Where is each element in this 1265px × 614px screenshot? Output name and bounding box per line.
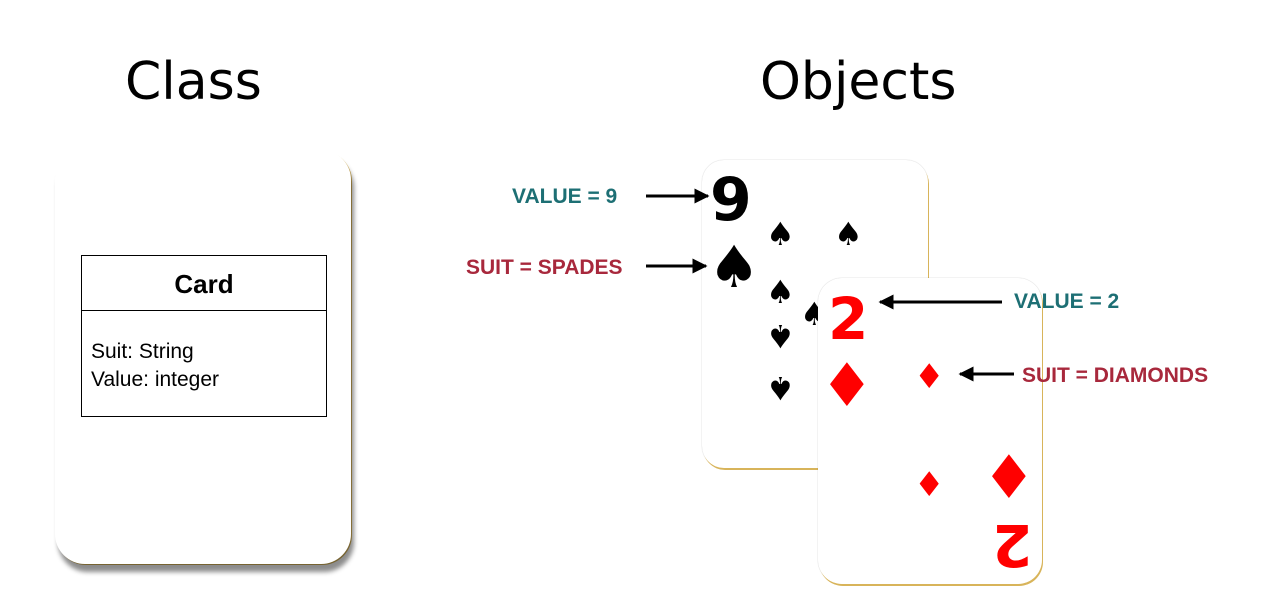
uml-attribute-value: Value: integer [91, 368, 220, 391]
spade-suit-icon: ♠ [708, 233, 760, 301]
nine-rank: 9 [710, 165, 752, 235]
spade-pip-icon: ♠ [766, 215, 795, 253]
diamond-pip-icon: ♦ [914, 357, 945, 397]
diamond-suit-icon: ♦ [982, 443, 1036, 513]
value-two-label: VALUE = 2 [1014, 290, 1120, 313]
suit-spades-label: SUIT = SPADES [466, 256, 623, 279]
spade-pip-icon: ♠ [766, 273, 795, 311]
spade-pip-icon: ♠ [834, 215, 863, 253]
spade-pip-icon: ♠ [766, 317, 795, 355]
class-heading: Class [125, 52, 262, 112]
uml-class-box: Card Suit: String Value: integer [81, 255, 327, 417]
uml-attribute-suit: Suit: String [91, 340, 194, 363]
two-of-diamonds-card: 2 ♦ ♦ ♦ ♦ 2 [818, 278, 1042, 584]
value-nine-label: VALUE = 9 [512, 185, 618, 208]
uml-class-name: Card [82, 256, 326, 311]
suit-diamonds-label: SUIT = DIAMONDS [1022, 364, 1209, 387]
diamond-suit-icon: ♦ [820, 351, 874, 421]
uml-attribute-list: Suit: String Value: integer [82, 311, 326, 394]
two-rank-inverted: 2 [991, 511, 1032, 579]
diamond-pip-icon: ♦ [914, 465, 945, 505]
two-rank: 2 [828, 285, 869, 353]
class-card: Card Suit: String Value: integer [55, 150, 351, 564]
objects-heading: Objects [760, 52, 957, 112]
spade-pip-icon: ♠ [766, 369, 795, 407]
